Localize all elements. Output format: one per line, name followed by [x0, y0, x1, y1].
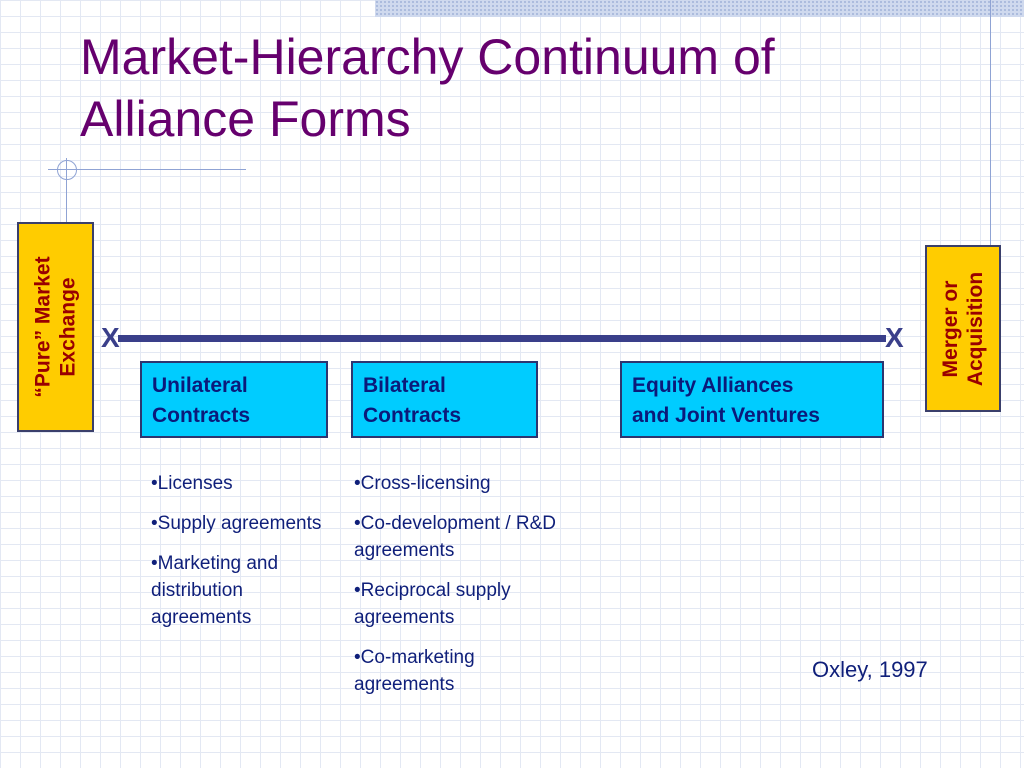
left-end-label-line1: “Pure” Market [31, 256, 55, 398]
category-label-line1: Equity Alliances [632, 374, 794, 397]
axis-marker-right: X [885, 322, 904, 353]
continuum-axis-line [118, 335, 886, 342]
axis-marker-left: X [101, 322, 120, 353]
citation-text: Oxley, 1997 [812, 657, 928, 682]
bilateral-examples-list: Cross-licensing Co-development / R&D agr… [354, 470, 564, 711]
right-end-label-line1: Merger or [939, 280, 962, 377]
decorative-vertical-line [990, 0, 991, 248]
left-end-label-line2: Exchange [56, 277, 80, 377]
right-end-label-line2: Acquisition [964, 271, 987, 386]
list-item: Cross-licensing [354, 470, 564, 497]
list-item: Reciprocal supply agreements [354, 577, 564, 631]
list-item: Co-development / R&D agreements [354, 510, 564, 564]
list-item: Co-marketing agreements [354, 644, 564, 698]
decorative-circle-icon [57, 160, 77, 180]
header-pattern-strip [375, 0, 1024, 17]
decorative-horizontal-line [48, 169, 246, 170]
slide-title: Market-Hierarchy Continuum of Alliance F… [80, 29, 775, 147]
list-item: Marketing and distribution agreements [151, 550, 341, 631]
list-item: Supply agreements [151, 510, 341, 537]
list-item: Licenses [151, 470, 341, 497]
decorative-crosshair-line [66, 158, 67, 226]
category-label-line2: and Joint Ventures [632, 404, 820, 427]
category-label-line1: Bilateral [363, 374, 446, 397]
category-label-line2: Contracts [363, 404, 462, 427]
unilateral-contracts-box: Unilateral Contracts [140, 361, 328, 438]
equity-alliances-box: Equity Alliances and Joint Ventures [620, 361, 884, 438]
category-label-line1: Unilateral [152, 374, 248, 397]
category-label-line2: Contracts [152, 404, 251, 427]
bilateral-contracts-box: Bilateral Contracts [351, 361, 538, 438]
unilateral-examples-list: Licenses Supply agreements Marketing and… [151, 470, 341, 644]
merger-acquisition-box: Merger or Acquisition [925, 245, 1001, 412]
pure-market-exchange-box: “Pure” Market Exchange [17, 222, 94, 432]
